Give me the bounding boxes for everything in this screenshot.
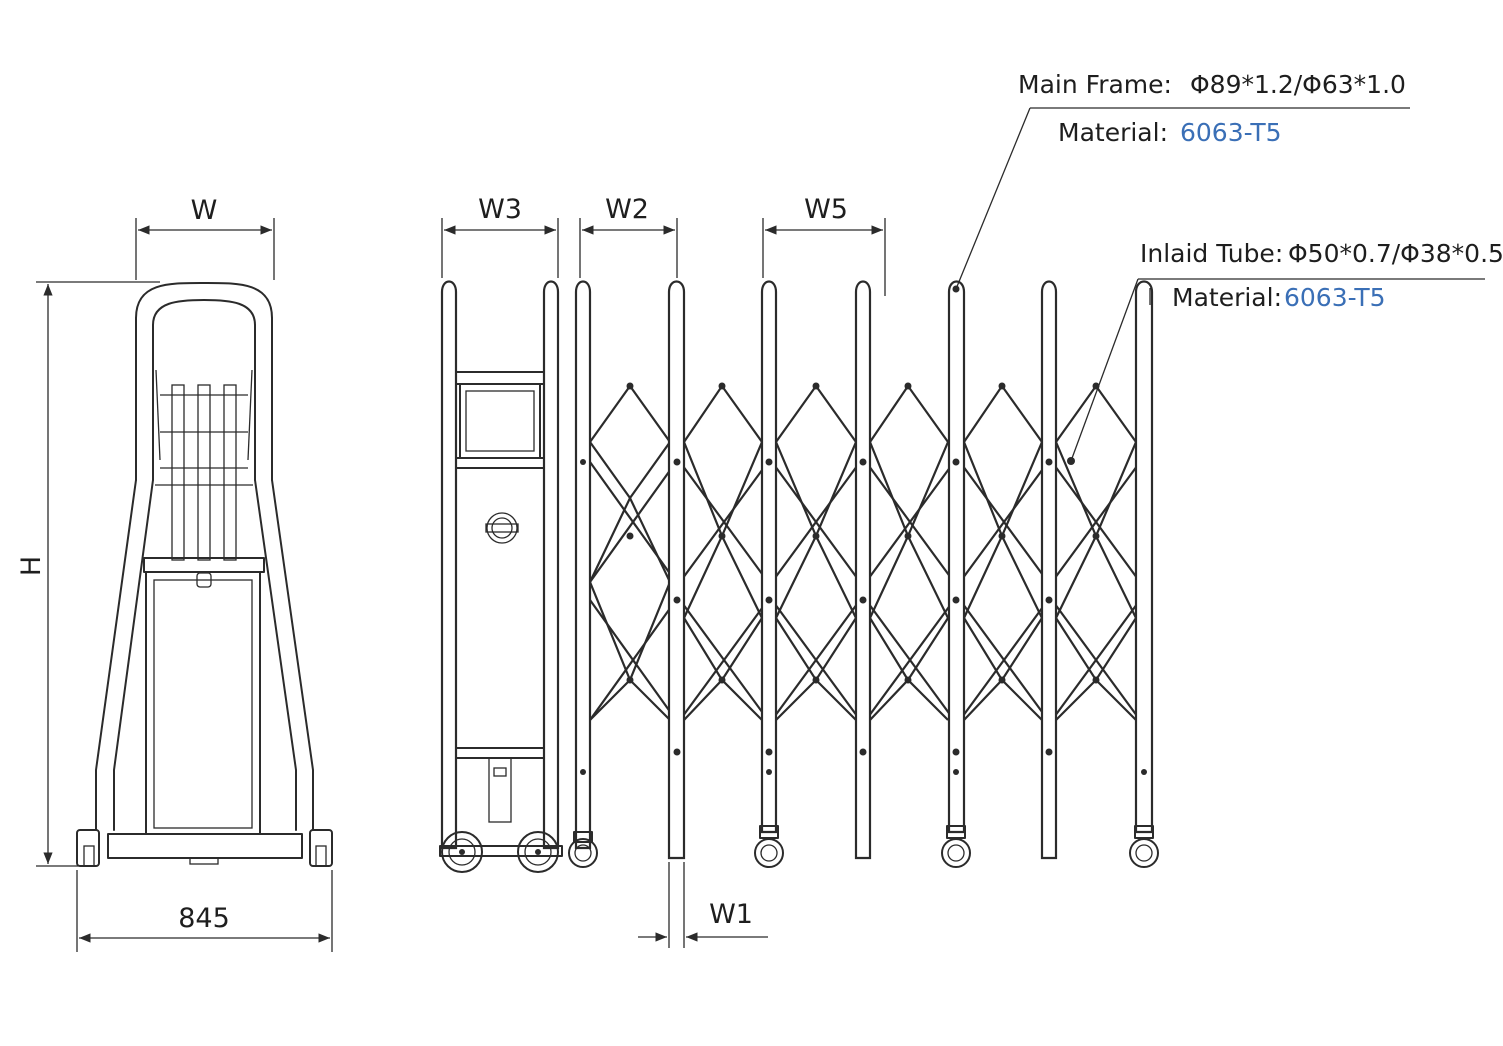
- gate-posts: [574, 280, 1154, 860]
- main-frame-label: Main Frame:: [1018, 70, 1172, 99]
- dim-w: W: [135, 195, 275, 280]
- main-frame-material-label: Material:: [1058, 118, 1168, 147]
- head-post-wheel-right: [517, 831, 559, 873]
- inlaid-tube-material-value: 6063-T5: [1284, 283, 1386, 312]
- callout-main-frame: Main Frame: Φ89*1.2/Φ63*1.0 Material: 60…: [955, 70, 1410, 290]
- dim-w1: W1: [638, 862, 768, 948]
- dim-base-width: 845: [76, 870, 333, 952]
- callout-inlaid-tube: Inlaid Tube: Φ50*0.7/Φ38*0.5 Material: 6…: [1067, 239, 1503, 465]
- inlaid-tube-label: Inlaid Tube:: [1140, 239, 1283, 268]
- dim-w2: W2: [579, 194, 678, 278]
- dim-h-label: H: [16, 556, 47, 576]
- inlaid-tube-material-label: Material:: [1172, 283, 1282, 312]
- main-frame-value: Φ89*1.2/Φ63*1.0: [1190, 70, 1406, 99]
- caster-2: [754, 825, 784, 868]
- head-post-wheel-left: [441, 831, 483, 873]
- dim-w-label: W: [191, 195, 218, 226]
- head-post-left-tube: [440, 280, 458, 850]
- pivot-points: [580, 285, 1147, 775]
- dim-h: H: [16, 281, 160, 867]
- inlaid-tube-value: Φ50*0.7/Φ38*0.5: [1288, 239, 1503, 268]
- dim-base-width-label: 845: [178, 903, 230, 934]
- caster-3: [941, 825, 971, 868]
- dim-w2-label: W2: [605, 194, 649, 225]
- front-view: [439, 280, 1159, 873]
- head-post-right-tube: [542, 280, 560, 850]
- side-view-arch-inner: [152, 299, 256, 326]
- dim-w3-label: W3: [478, 194, 522, 225]
- side-view: [76, 281, 333, 867]
- caster-4: [1129, 825, 1159, 868]
- logo-emblem: [485, 512, 519, 544]
- main-frame-material-value: 6063-T5: [1180, 118, 1282, 147]
- dim-w1-label: W1: [709, 899, 753, 930]
- side-view-arch-outer: [135, 281, 273, 319]
- dim-w3: W3: [441, 194, 559, 278]
- dim-w5-label: W5: [804, 194, 848, 225]
- caster-1: [568, 831, 598, 868]
- dim-w5: W5: [762, 194, 886, 296]
